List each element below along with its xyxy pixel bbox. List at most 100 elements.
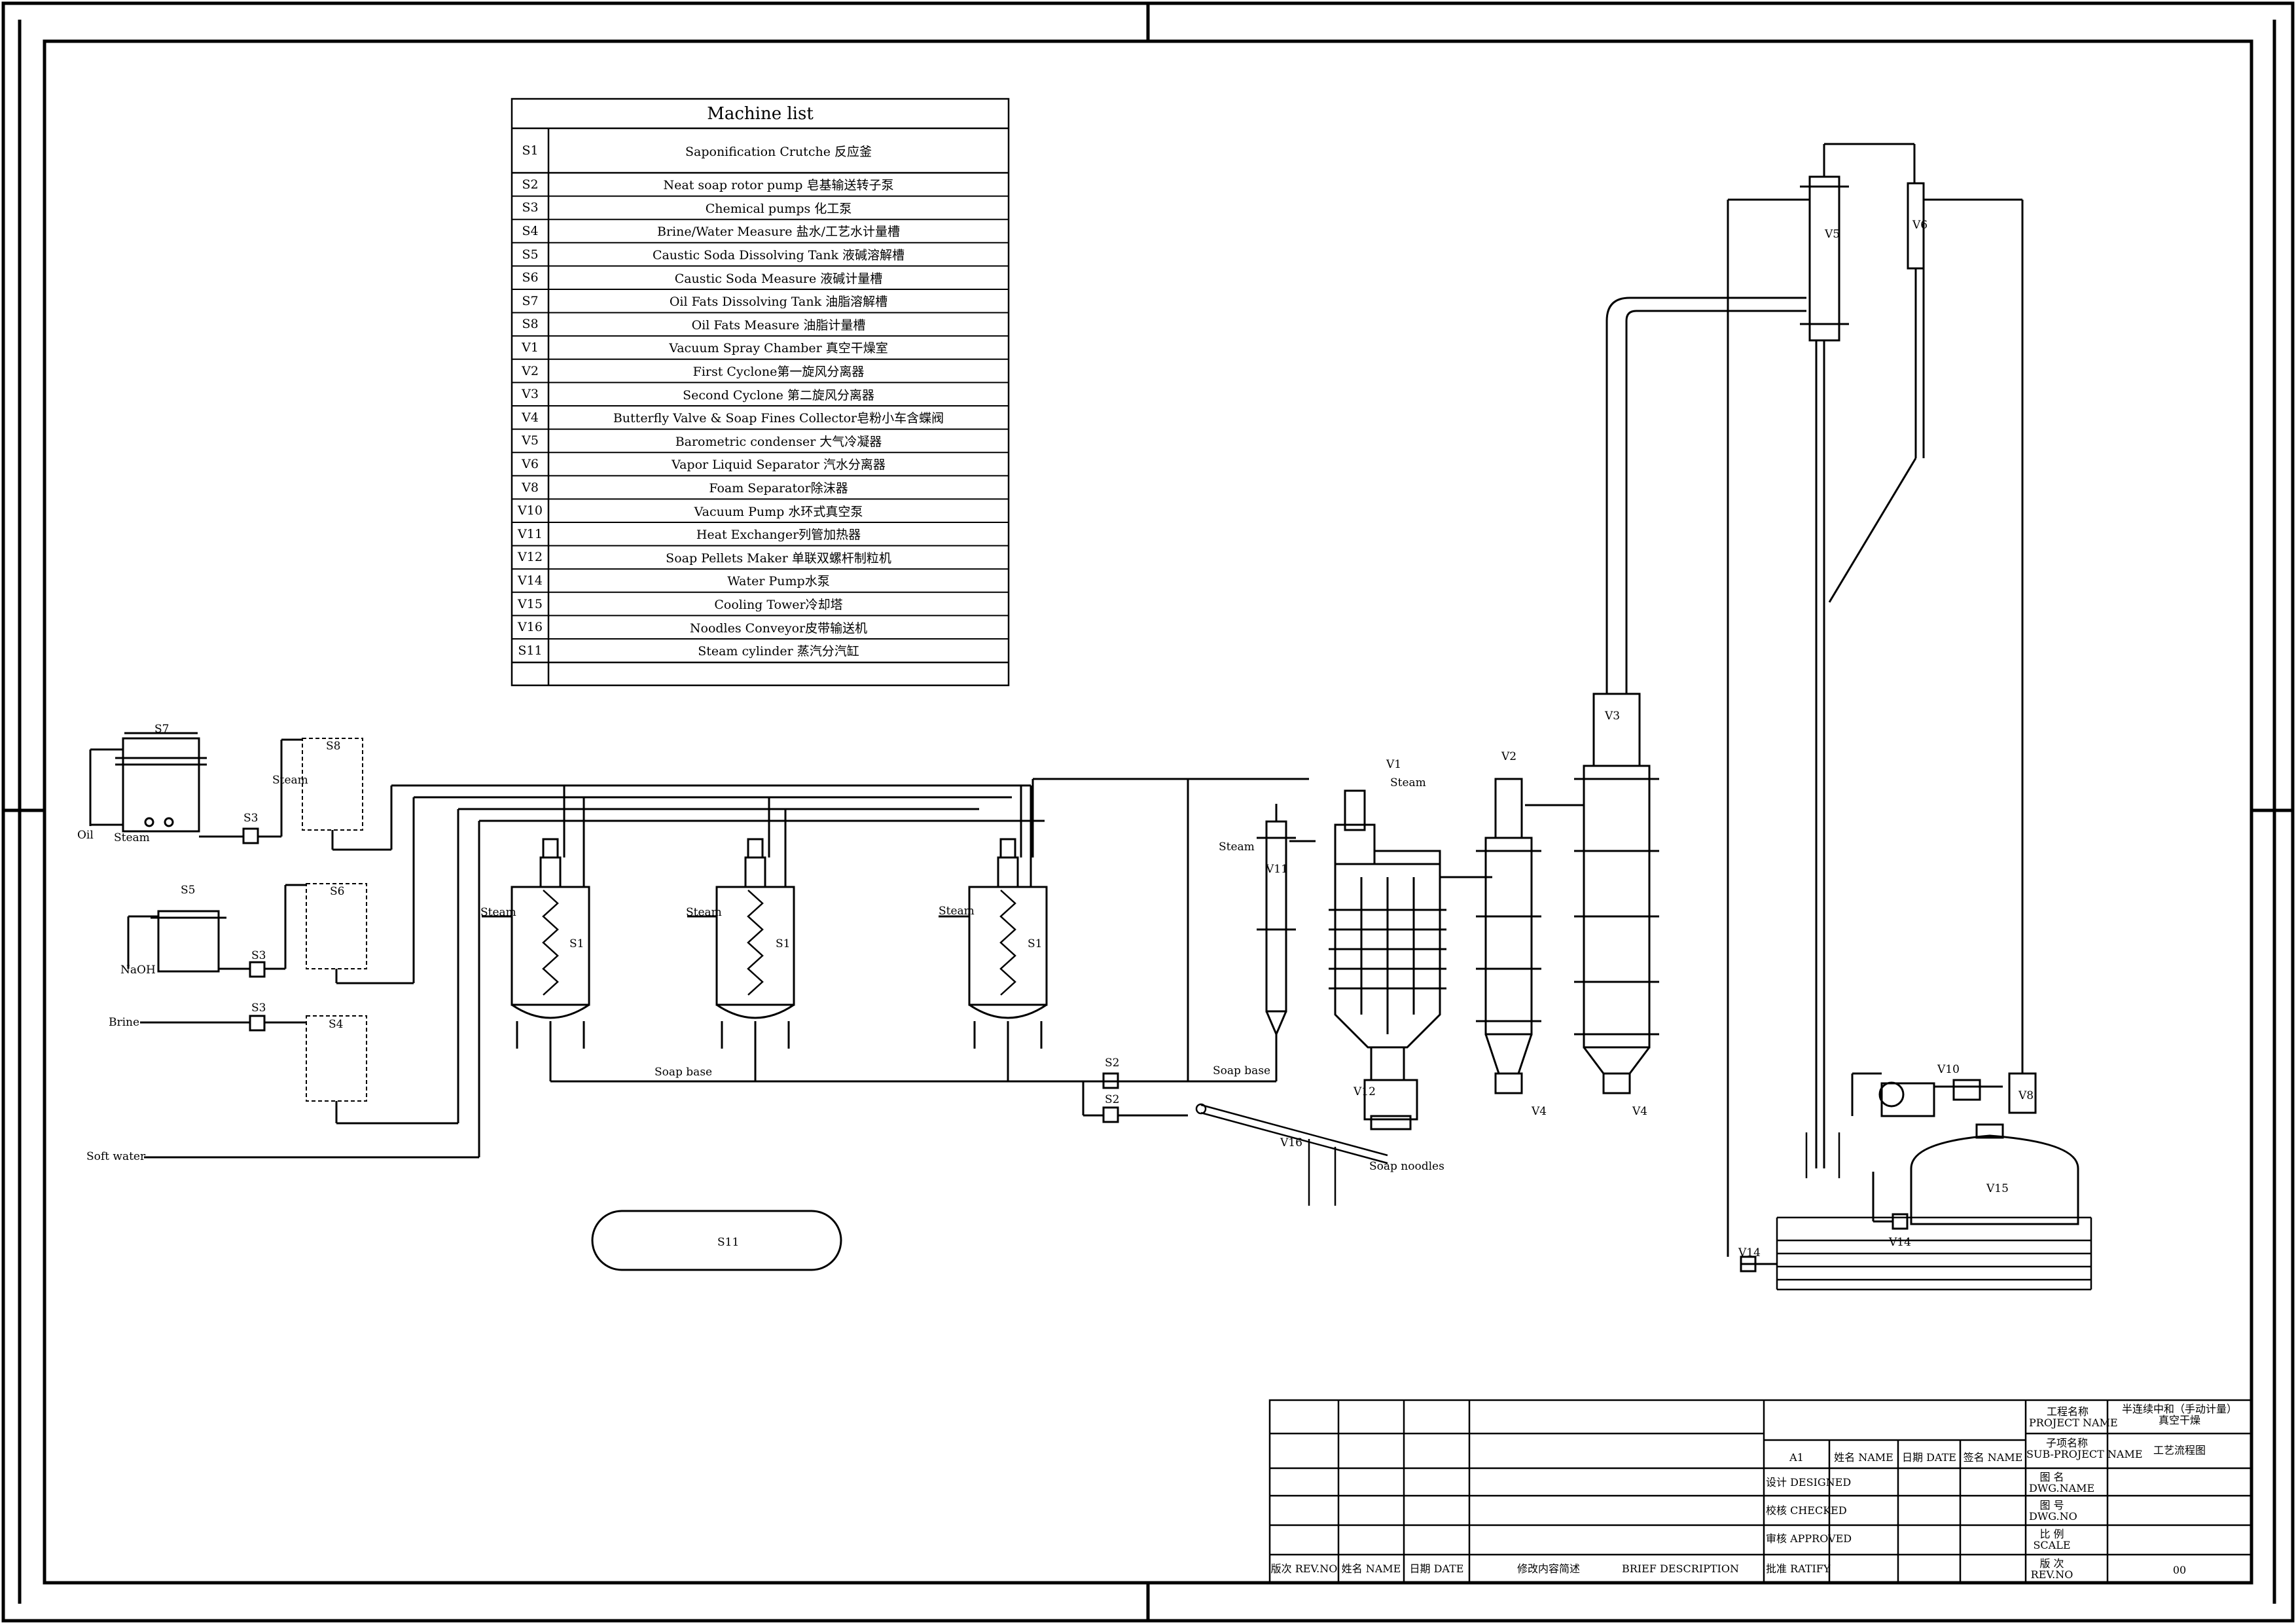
title-block-frame xyxy=(1268,1399,2253,1584)
machine-list-code: V1 xyxy=(522,340,539,355)
machine-list-code: V16 xyxy=(518,620,543,635)
label-steam-v11: Steam xyxy=(1219,840,1255,854)
machine-list-title: Machine list xyxy=(707,103,814,124)
label-v14-b: V14 xyxy=(1738,1246,1761,1259)
label-s4: S4 xyxy=(329,1018,344,1031)
machine-list-code: V11 xyxy=(518,526,543,541)
machine-list-name: Vacuum Pump 水环式真空泵 xyxy=(694,504,863,519)
label-v3: V3 xyxy=(1605,710,1621,723)
machine-list-code: S8 xyxy=(522,317,539,332)
machine-list-code: S7 xyxy=(522,293,539,308)
label-steam-v1: Steam xyxy=(1390,776,1426,789)
machine-list-name: Neat soap rotor pump 皂基输送转子泵 xyxy=(663,178,894,193)
machine-list-code: S1 xyxy=(522,143,539,158)
cooling-tower-v15 xyxy=(1910,1123,2079,1225)
ratify-label: 批准 RATIFY xyxy=(1766,1562,1831,1575)
label-oil: Oil xyxy=(77,829,94,842)
label-s1-b: S1 xyxy=(776,937,791,950)
spray-chamber-v1 xyxy=(1329,789,1492,1049)
machine-list-code: V10 xyxy=(518,503,543,518)
steam-cylinder-s11 xyxy=(591,1210,842,1271)
machine-list-name: Noodles Conveyor皮带输送机 xyxy=(689,621,868,636)
machine-list-name: Caustic Soda Measure 液碱计量槽 xyxy=(674,271,883,286)
pump-s2-2 xyxy=(1102,1106,1119,1123)
label-s6: S6 xyxy=(330,885,345,898)
sheet-size: A1 xyxy=(1789,1451,1804,1464)
machine-list-row-lines xyxy=(512,172,1009,640)
frame-center-marks xyxy=(3,3,2293,1621)
foam-separator-v8 xyxy=(2008,1072,2037,1114)
machine-list-code: V12 xyxy=(518,550,543,565)
tank-s7 xyxy=(89,732,243,838)
machine-list-code: S4 xyxy=(522,223,539,238)
machine-list-name: Barometric condenser 大气冷凝器 xyxy=(675,434,882,449)
label-v4-a: V4 xyxy=(1532,1105,1547,1118)
separator-v6 xyxy=(1828,182,2024,1074)
machine-list-name: Chemical pumps 化工泵 xyxy=(705,201,852,216)
label-naoh: NaOH xyxy=(120,964,156,977)
label-steam-s1c: Steam xyxy=(939,905,975,918)
machine-list-name: Steam cylinder 蒸汽分汽缸 xyxy=(698,644,859,659)
label-steam-s1b: Steam xyxy=(686,906,722,919)
feed-drops xyxy=(563,785,1032,887)
pump-s2-1 xyxy=(1102,1072,1119,1089)
project-name-value: 半连续中和（手动计量）真空干燥 xyxy=(2121,1403,2237,1426)
machine-list-name: Vacuum Spray Chamber 真空干燥室 xyxy=(669,341,888,356)
condenser-v5 xyxy=(1800,143,1916,1168)
label-steam-s8: Steam xyxy=(272,774,308,787)
label-v12: V12 xyxy=(1354,1085,1376,1098)
label-s3-1: S3 xyxy=(243,812,259,825)
machine-list-name: Saponification Crutche 反应釜 xyxy=(685,144,872,159)
machine-list-name: Soap Pellets Maker 单联双螺杆制粒机 xyxy=(666,550,891,566)
label-v14-a: V14 xyxy=(1889,1236,1911,1249)
machine-list-name: Heat Exchanger列管加热器 xyxy=(696,528,861,543)
machine-list-name: Foam Separator除沫器 xyxy=(709,481,848,496)
label-s1-c: S1 xyxy=(1028,937,1043,950)
tank-s5 xyxy=(127,910,250,973)
conveyor-v16 xyxy=(1195,1103,1388,1206)
rev-date-col: 日期 DATE xyxy=(1409,1562,1464,1575)
machine-list-code: V14 xyxy=(518,573,543,588)
sub-project-value: 工艺流程图 xyxy=(2153,1444,2206,1456)
label-v6: V6 xyxy=(1912,219,1928,232)
label-v1: V1 xyxy=(1386,758,1402,771)
label-v5: V5 xyxy=(1825,228,1840,241)
machine-list-name: Butterfly Valve & Soap Fines Collector皂粉… xyxy=(613,411,944,426)
label-s11: S11 xyxy=(717,1236,740,1249)
machine-list-name: Oil Fats Measure 油脂计量槽 xyxy=(691,317,866,333)
label-steam-s7: Steam xyxy=(114,831,150,844)
approved-label: 审核 APPROVED xyxy=(1766,1532,1852,1545)
pellet-maker-v12 xyxy=(1363,1046,1418,1130)
crutcher-s1-b xyxy=(687,838,795,1081)
pump-s3-3 xyxy=(249,1015,306,1032)
pump-s3-1 xyxy=(242,827,281,844)
machine-list-name: First Cyclone第一旋风分离器 xyxy=(692,365,865,380)
machine-list-code: S11 xyxy=(518,643,543,658)
label-v2: V2 xyxy=(1501,750,1517,763)
label-v4-b: V4 xyxy=(1632,1105,1648,1118)
machine-list-code: S6 xyxy=(522,270,539,285)
machine-list-name: Water Pump水泵 xyxy=(727,574,830,589)
cyclone-v3 xyxy=(1525,297,1806,1094)
label-s8: S8 xyxy=(326,740,341,753)
vacuum-pump-v10 xyxy=(1851,1072,2003,1117)
tank-s6 xyxy=(306,883,367,969)
label-v8: V8 xyxy=(2018,1089,2034,1102)
crutcher-s1-c xyxy=(939,838,1048,1081)
tank-s4 xyxy=(306,1015,367,1102)
machine-list-code: S3 xyxy=(522,200,539,215)
label-s3-2: S3 xyxy=(251,949,266,962)
machine-list-code: S5 xyxy=(522,247,539,262)
col-name: 姓名 NAME xyxy=(1834,1451,1893,1464)
tank-s8 xyxy=(302,738,363,831)
label-v15: V15 xyxy=(1986,1182,2009,1195)
rev-name-col: 姓名 NAME xyxy=(1341,1562,1401,1575)
machine-list-name: Vapor Liquid Separator 汽水分离器 xyxy=(672,458,886,473)
machine-list-code: V6 xyxy=(522,456,539,471)
